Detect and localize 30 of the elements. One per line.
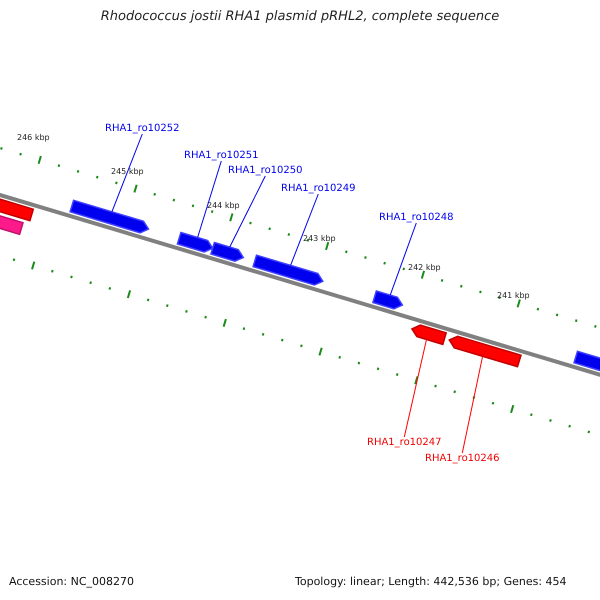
leader-line <box>404 339 427 438</box>
gene-block <box>210 242 244 262</box>
scale-label: 245 kbp <box>111 167 144 176</box>
gene-label: RHA1_ro10252 <box>105 123 180 134</box>
accession-text: Accession: NC_008270 <box>9 575 134 588</box>
gene-label: RHA1_ro10251 <box>184 150 258 161</box>
summary-text: Topology: linear; Length: 442,536 bp; Genes: 454 <box>295 575 567 588</box>
gene-block <box>372 290 404 310</box>
leader-line <box>462 356 484 454</box>
gene-label: RHA1_ro10249 <box>281 183 356 194</box>
diagram-title: Rhodococcus jostii RHA1 plasmid pRHL2, complete sequence <box>100 9 500 24</box>
leader-line <box>229 176 266 248</box>
scale-label: 242 kbp <box>408 263 441 272</box>
leader-line <box>290 194 319 266</box>
leader-line <box>197 160 222 238</box>
gene-label: RHA1_ro10248 <box>379 212 454 223</box>
gene-block <box>252 254 324 286</box>
gene-block <box>176 232 214 253</box>
gene-block <box>410 324 448 346</box>
gene-block <box>448 336 522 368</box>
scale-label: 243 kbp <box>303 234 336 243</box>
gene-block <box>69 199 150 234</box>
gene-label: RHA1_ro10247 <box>367 437 442 448</box>
leader-line <box>111 134 143 212</box>
leader-line <box>390 222 417 296</box>
scale-label: 244 kbp <box>207 201 240 210</box>
gene-label: RHA1_ro10246 <box>425 453 500 464</box>
gene-label: RHA1_ro10250 <box>228 165 302 176</box>
scale-label: 246 kbp <box>17 133 50 142</box>
scale-label: 241 kbp <box>497 291 530 300</box>
